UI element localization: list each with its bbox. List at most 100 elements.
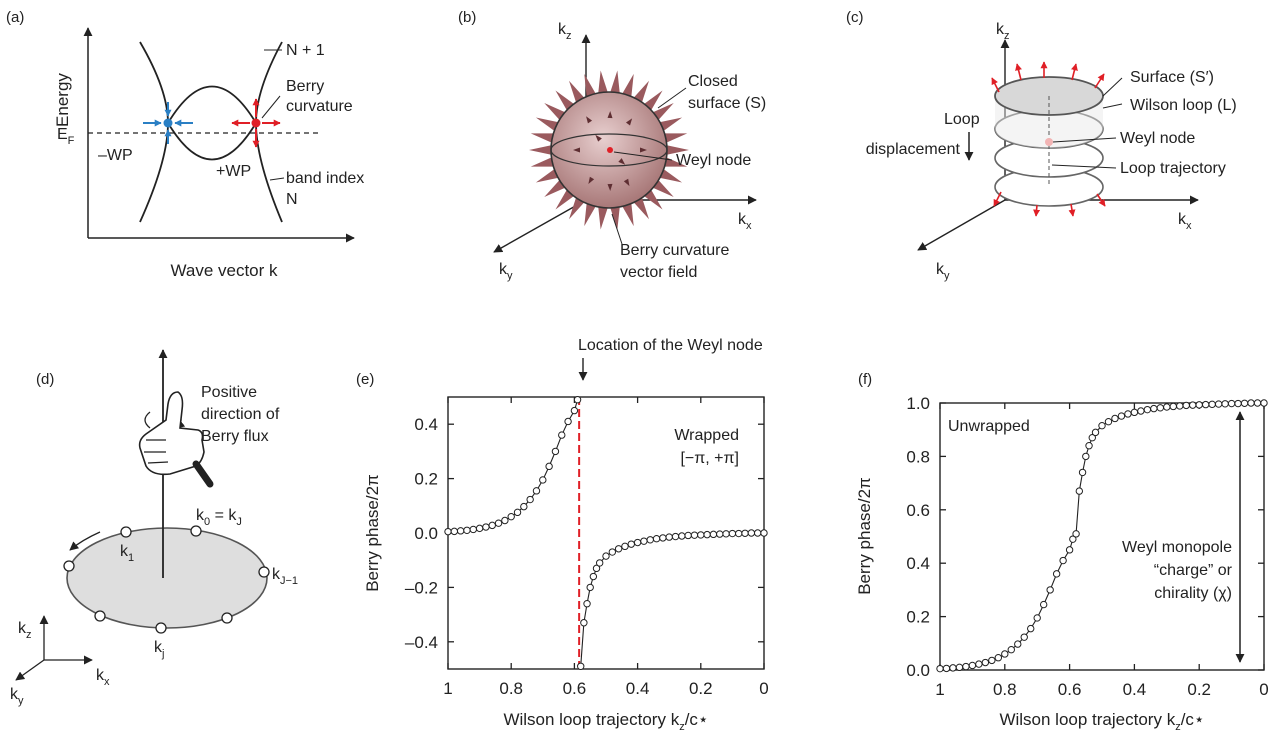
inner-vector-arrow	[595, 134, 602, 142]
data-point	[456, 527, 465, 535]
data-point	[532, 487, 541, 495]
data-point	[1065, 546, 1074, 554]
panel-b-field-label-2: vector field	[620, 264, 697, 281]
data-point	[1117, 412, 1126, 420]
y-tick-label: 0.2	[414, 470, 438, 489]
panel-c: (c) kz kx ky Surface (S′)	[846, 9, 1237, 282]
panel-f-tag: (f)	[858, 371, 872, 388]
panel-c-ky-axis	[917, 199, 1006, 251]
panel-e-series	[444, 396, 768, 670]
data-point	[580, 619, 588, 627]
y-tick-label: 0.0	[906, 661, 930, 680]
series-line	[939, 402, 1264, 670]
data-point	[1137, 407, 1145, 415]
data-point	[1124, 410, 1132, 418]
data-point	[1088, 434, 1096, 442]
data-point	[735, 529, 743, 538]
panel-d-flux-label-1: Positive	[201, 384, 257, 401]
panel-c-trajectory-leader	[1051, 164, 1117, 169]
panel-e-wrapped-label-2: [−π, +π]	[680, 450, 739, 467]
y-tick-label: 0.0	[414, 524, 438, 543]
data-point	[558, 431, 566, 439]
data-point	[520, 502, 528, 511]
panel-c-surface-leader	[1102, 77, 1123, 97]
data-point	[1169, 402, 1177, 411]
panel-d-tag: (d)	[36, 371, 54, 388]
series-line	[580, 532, 764, 667]
panel-d-kz-label: kz	[18, 620, 32, 641]
inner-vector-arrow	[625, 118, 633, 126]
data-point	[475, 524, 484, 533]
x-tick-label: 0.8	[499, 679, 523, 698]
panel-a-lower-leader	[269, 177, 285, 181]
panel-b-weyl-label: Weyl node	[676, 152, 751, 169]
y-tick-label: 0.4	[414, 415, 438, 434]
panel-f-mono-label-1: Weyl monopole	[1122, 539, 1232, 556]
data-point	[1253, 399, 1262, 407]
data-point	[1247, 399, 1255, 407]
data-point	[592, 564, 601, 573]
data-point	[1104, 417, 1113, 426]
data-point	[501, 516, 509, 525]
panel-c-weyl-node	[1045, 138, 1053, 146]
data-point	[1163, 403, 1171, 411]
panel-a-band-upper-label: N + 1	[286, 42, 325, 59]
panel-a-berry-label-1: Berry	[286, 78, 324, 95]
data-point	[747, 529, 756, 537]
data-point	[577, 662, 585, 670]
panel-c-tag: (c)	[846, 9, 864, 26]
data-point	[573, 396, 582, 404]
panel-f-plot-frame	[939, 402, 1265, 671]
x-tick-label: 0.2	[1187, 680, 1211, 699]
data-point	[1078, 468, 1087, 477]
panel-e-top-note: Location of the Weyl node	[578, 337, 763, 354]
panel-a-ef-label: EF	[57, 126, 75, 147]
panel-b-kx-label: kx	[738, 211, 752, 232]
data-point	[1234, 399, 1242, 408]
data-point	[1085, 442, 1093, 450]
panel-b-field-label-1: Berry curvature	[620, 242, 729, 259]
data-point	[545, 462, 553, 471]
data-point	[1001, 650, 1009, 658]
inner-vector-arrow	[588, 176, 595, 184]
data-point	[1240, 399, 1249, 407]
data-point	[627, 540, 635, 548]
y-tick-label: –0.4	[405, 633, 438, 652]
data-point	[595, 559, 604, 567]
data-point	[722, 530, 730, 538]
data-point	[1046, 586, 1054, 594]
x-tick-label: 0.8	[993, 680, 1017, 699]
data-point	[1156, 404, 1165, 412]
panel-b-ky-axis	[493, 199, 587, 253]
panel-a-band-lower-label-1: band index	[286, 170, 364, 187]
data-point	[975, 660, 983, 668]
data-point	[507, 512, 515, 521]
data-point	[949, 664, 957, 672]
data-point	[1227, 399, 1236, 408]
data-point	[1111, 414, 1119, 423]
data-point	[1195, 401, 1203, 409]
data-point	[488, 521, 496, 530]
data-point	[586, 583, 594, 592]
panel-a-blue-sink-arrows	[143, 102, 193, 144]
data-point	[1221, 400, 1229, 408]
panel-c-weyl-label: Weyl node	[1120, 130, 1195, 147]
data-point	[602, 552, 610, 560]
panel-f-ylabel: Berry phase/2π	[855, 477, 874, 595]
panel-d-ky-label: ky	[10, 686, 24, 707]
panel-b-closed-surface	[550, 91, 668, 209]
panel-c-flux-arrows-bottom	[993, 191, 1106, 217]
data-point	[1260, 399, 1268, 407]
panel-e-ylabel: Berry phase/2π	[363, 474, 382, 592]
data-point	[652, 535, 661, 543]
data-point	[1014, 640, 1022, 648]
y-tick-label: 0.2	[906, 608, 930, 627]
panel-a-berry-leader	[261, 95, 281, 119]
x-tick-label: 0	[1259, 680, 1268, 699]
data-point	[942, 664, 951, 673]
data-point	[614, 545, 623, 553]
series-line	[447, 399, 579, 533]
